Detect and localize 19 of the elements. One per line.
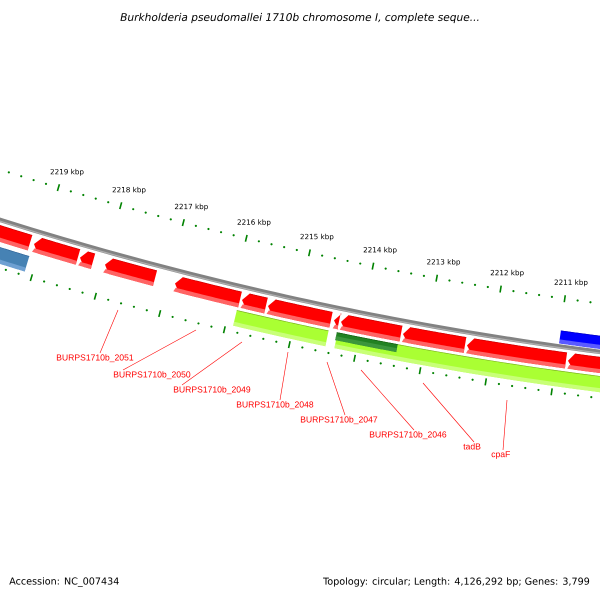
gene-label: BURPS1710b_2051 — [56, 354, 134, 362]
leader-line — [326, 362, 346, 416]
leader-line — [502, 400, 508, 450]
leader-line — [280, 352, 288, 400]
leader-line — [122, 330, 196, 370]
leader-line — [360, 370, 414, 430]
accession-text: Accession: NC_007434 — [9, 577, 119, 587]
leader-line — [100, 310, 118, 354]
leader-line — [422, 382, 474, 442]
gene-label: BURPS1710b_2046 — [370, 431, 446, 440]
gene-label: BURPS1710b_2050 — [114, 371, 190, 380]
leader-line — [182, 342, 242, 386]
gene-label: cpaF — [492, 451, 510, 459]
gene-label: BURPS1710b_2049 — [174, 386, 250, 394]
gene-label: BURPS1710b_2048 — [236, 401, 314, 410]
gene-label: BURPS1710b_2047 — [300, 416, 378, 424]
title-text: Burkholderia pseudomallei 1710b chromosome I, complete seque... — [120, 12, 478, 24]
gene-label: tadB — [463, 443, 480, 450]
summary-text: Topology: circular; Length: 4,126,292 bp; Genes: 3,799 — [323, 577, 590, 587]
